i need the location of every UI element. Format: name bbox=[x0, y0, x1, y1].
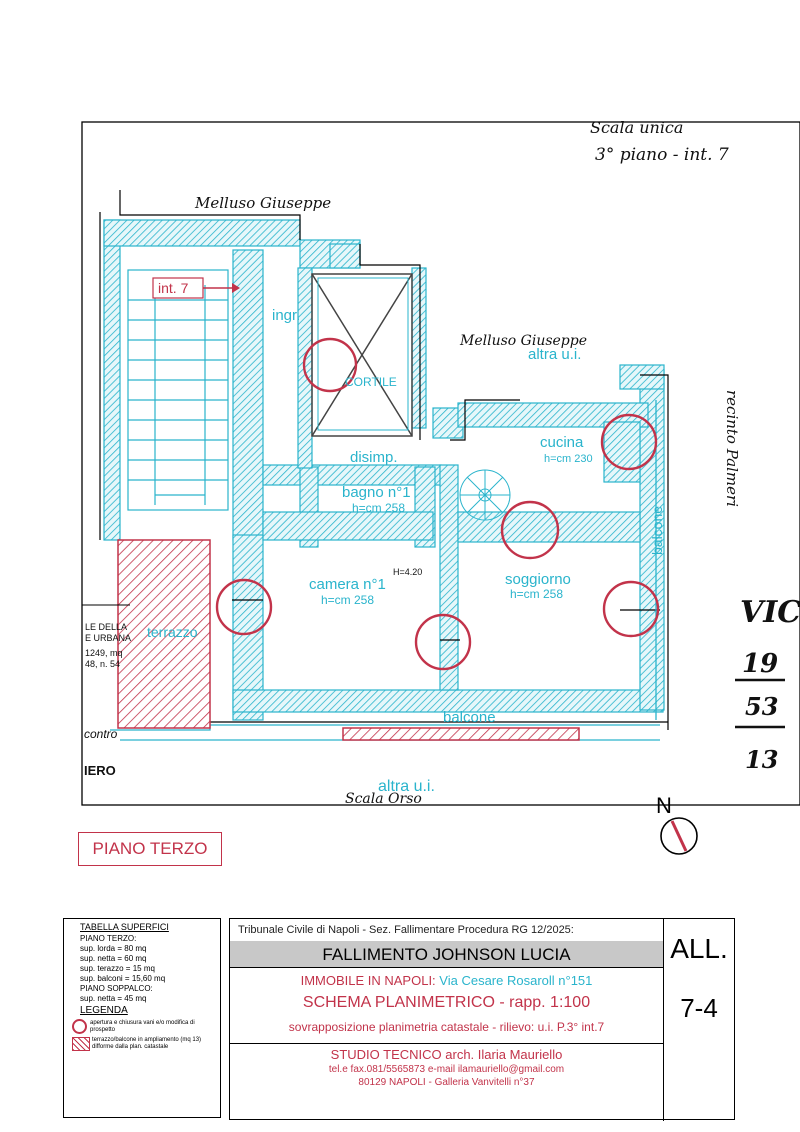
owner-right: Melluso Giuseppe bbox=[459, 333, 587, 349]
label-camera: camera n°1 bbox=[309, 576, 386, 593]
immobile-address: Via Cesare Rosaroll n°151 bbox=[439, 973, 593, 988]
sovrapposizione-line: sovrapposizione planimetria catastale - … bbox=[288, 1020, 605, 1034]
svg-text:E URBANA: E URBANA bbox=[85, 633, 131, 643]
allegato-label: ALL. bbox=[670, 933, 728, 964]
title-block-main: Tribunale Civile di Napoli - Sez. Fallim… bbox=[230, 919, 664, 1121]
label-altra-ui-bottom: altra u.i. bbox=[378, 778, 435, 795]
floor-plan: int. 7 Scala unica 3° piano - int. 7 Mel… bbox=[81, 118, 800, 807]
balcone-ampliamento bbox=[342, 727, 580, 741]
room-labels: ingr. CORTILE altra u.i. cucina h=cm 230… bbox=[147, 307, 665, 795]
legend-item-circle-text: apertura e chiusura vani e/o modifica di… bbox=[90, 1019, 195, 1033]
legend-item-hatch-text: terrazzo/balcone in ampliamento (mq 13) … bbox=[92, 1037, 202, 1050]
legend-line: sup. netta = 60 mq bbox=[80, 954, 147, 963]
immobile-prefix: IMMOBILE IN NAPOLI: bbox=[300, 973, 436, 988]
label-cucina-h: h=cm 230 bbox=[544, 453, 593, 465]
svg-text:53: 53 bbox=[745, 692, 778, 721]
legend-line: PIANO TERZO: bbox=[80, 934, 137, 943]
sheet-frame bbox=[81, 121, 800, 806]
scale-note-2: 3° piano - int. 7 bbox=[595, 145, 729, 165]
terrazzo-ampliamento bbox=[117, 539, 211, 729]
label-altra-ui-top: altra u.i. bbox=[528, 346, 581, 363]
street-bottom: Scala Orso bbox=[345, 791, 422, 807]
label-bagno: bagno n°1 bbox=[342, 484, 411, 501]
cadastral-lines bbox=[99, 190, 669, 730]
label-bagno-h: h=cm 258 bbox=[352, 501, 405, 515]
title-block: Tribunale Civile di Napoli - Sez. Fallim… bbox=[229, 918, 735, 1121]
north-label: N bbox=[656, 793, 672, 818]
legend-line: sup. netta = 45 mq bbox=[80, 994, 147, 1003]
legend-item-circle: apertura e chiusura vani e/o modifica di… bbox=[72, 1019, 220, 1034]
legend-line: PIANO SOPPALCO: bbox=[80, 984, 153, 993]
walls bbox=[103, 219, 665, 721]
studio-block: STUDIO TECNICO arch. Ilaria Mauriello te… bbox=[230, 1043, 663, 1121]
svg-text:13: 13 bbox=[745, 745, 778, 774]
modifica-markers bbox=[215, 337, 660, 671]
svg-text:IERO: IERO bbox=[84, 763, 116, 778]
svg-text:1249, mq: 1249, mq bbox=[85, 648, 123, 658]
scale-note-1: Scala unica bbox=[590, 118, 683, 137]
courtyard-cyan bbox=[317, 277, 409, 431]
spiral-stair bbox=[459, 469, 511, 521]
legend-superfici-title: TABELLA SUPERFICI bbox=[80, 922, 169, 932]
allegato-number: 7-4 bbox=[680, 993, 718, 1023]
allegato-box: ALL. 7-4 bbox=[664, 919, 734, 1121]
label-soggiorno: soggiorno bbox=[505, 571, 571, 588]
svg-text:19: 19 bbox=[742, 649, 778, 679]
int-arrowhead bbox=[232, 283, 240, 293]
label-terrazzo: terrazzo bbox=[147, 624, 198, 640]
studio-contact: tel.e fax.081/5565873 e-mail ilamauriell… bbox=[328, 1064, 565, 1075]
legend-item-hatch: terrazzo/balcone in ampliamento (mq 13) … bbox=[72, 1037, 220, 1051]
studio-address: 80129 NAPOLI - Galleria Vanvitelli n°37 bbox=[358, 1077, 535, 1088]
owner-top: Melluso Giuseppe bbox=[194, 194, 331, 212]
courtyard bbox=[311, 273, 413, 437]
label-ingr: ingr. bbox=[272, 307, 300, 324]
street-right: recinto Palmeri bbox=[723, 390, 741, 507]
side-text: LE DELLA E URBANA 1249, mq 48, n. 54 con… bbox=[82, 604, 131, 778]
h-note: H=4.20 bbox=[393, 567, 422, 577]
schema-line: SCHEMA PLANIMETRICO - rapp. 1:100 bbox=[302, 994, 591, 1011]
piano-label: PIANO TERZO bbox=[78, 832, 222, 866]
int-label: int. 7 bbox=[158, 280, 189, 296]
sheet-mark: VIC 19 53 13 bbox=[735, 595, 800, 774]
legend-line: sup. terazzo = 15 mq bbox=[80, 964, 155, 973]
label-balcone-bottom: balcone bbox=[443, 709, 496, 726]
legend-table: TABELLA SUPERFICI PIANO TERZO: sup. lord… bbox=[63, 918, 221, 1118]
label-disimp: disimp. bbox=[350, 449, 398, 466]
legend-line: sup. balconi = 15,60 mq bbox=[80, 974, 166, 983]
case-title: FALLIMENTO JOHNSON LUCIA bbox=[230, 941, 663, 968]
svg-text:LE DELLA: LE DELLA bbox=[85, 622, 127, 632]
red-circle-icon bbox=[72, 1019, 87, 1034]
legend-line: sup. lorda = 80 mq bbox=[80, 944, 147, 953]
svg-text:contro: contro bbox=[84, 727, 118, 741]
red-hatch-icon bbox=[72, 1037, 90, 1051]
label-cucina: cucina bbox=[540, 434, 584, 451]
court-line: Tribunale Civile di Napoli - Sez. Fallim… bbox=[238, 924, 574, 936]
svg-text:VIC: VIC bbox=[740, 595, 800, 630]
studio-name: STUDIO TECNICO arch. Ilaria Mauriello bbox=[330, 1047, 563, 1062]
label-cortile: CORTILE bbox=[345, 375, 397, 389]
label-balcone-side: balcone bbox=[649, 506, 665, 555]
svg-text:48, n. 54: 48, n. 54 bbox=[85, 659, 120, 669]
stairwell bbox=[127, 269, 229, 511]
label-soggiorno-h: h=cm 258 bbox=[510, 587, 563, 601]
immobile-block: IMMOBILE IN NAPOLI: Via Cesare Rosaroll … bbox=[230, 967, 663, 1044]
north-arrow: N bbox=[656, 793, 702, 866]
legend-title: LEGENDA bbox=[80, 1005, 128, 1016]
label-camera-h: h=cm 258 bbox=[321, 593, 374, 607]
